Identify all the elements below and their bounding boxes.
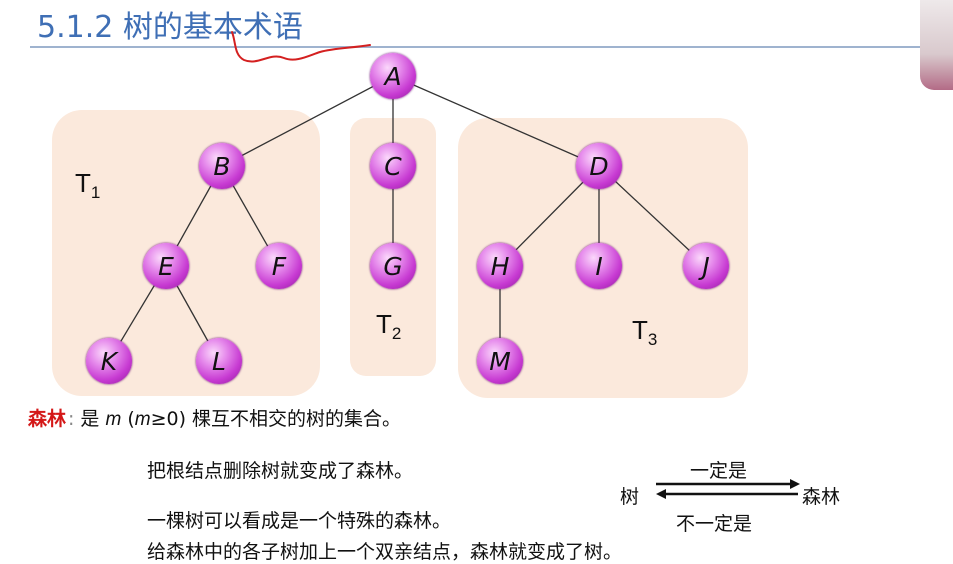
tree-node-m: M bbox=[477, 338, 523, 384]
definition-colon: : bbox=[68, 408, 75, 430]
tree-node-a: A bbox=[370, 53, 416, 99]
definition-paren-open: ( bbox=[121, 408, 135, 430]
note-line-2: 一棵树可以看成是一个特殊的森林。 bbox=[147, 510, 452, 532]
forest-definition: 森林:是 m (m≥0) 棵互不相交的树的集合。 bbox=[28, 404, 401, 431]
relation-bottom-label: 不一定是 bbox=[676, 513, 753, 535]
relation-top-label: 一定是 bbox=[690, 460, 748, 482]
tree-node-j: J bbox=[683, 243, 729, 289]
definition-after: 棵互不相交的树的集合。 bbox=[186, 408, 402, 430]
tree-node-i: I bbox=[576, 243, 622, 289]
subtree-label-t3-sub: 3 bbox=[647, 330, 658, 349]
arrow-right-icon bbox=[656, 479, 800, 489]
note-line-1: 把根结点删除树就变成了森林。 bbox=[147, 460, 414, 482]
slide-title: 5.1.2 树的基本术语 bbox=[37, 10, 303, 45]
definition-condition: ≥0) bbox=[150, 408, 186, 430]
subtree-label-t1-name: T bbox=[75, 168, 91, 198]
subtree-label-t1: T1 bbox=[75, 168, 100, 203]
definition-term: 森林 bbox=[28, 408, 67, 430]
subtree-label-t3: T3 bbox=[632, 315, 657, 350]
subtree-label-t2-name: T bbox=[376, 309, 392, 339]
title-rule bbox=[30, 46, 920, 48]
tree-node-c: C bbox=[370, 143, 416, 189]
red-annotation-scribble bbox=[231, 31, 371, 63]
relation-left-label: 树 bbox=[620, 486, 640, 508]
tree-node-e: E bbox=[143, 243, 189, 289]
tree-node-l: L bbox=[196, 338, 242, 384]
tree-node-d: D bbox=[576, 143, 622, 189]
tree-node-b: B bbox=[199, 143, 245, 189]
arrow-left-icon bbox=[656, 489, 798, 499]
relation-right-label: 森林 bbox=[802, 486, 841, 508]
tree-node-k: K bbox=[86, 338, 132, 384]
tree-node-g: G bbox=[370, 243, 416, 289]
presenter-video-thumbnail bbox=[920, 0, 953, 90]
subtree-label-t3-name: T bbox=[632, 315, 648, 345]
tree-node-f: F bbox=[256, 243, 302, 289]
subtree-label-t2: T2 bbox=[376, 309, 401, 344]
subtree-label-t2-sub: 2 bbox=[391, 324, 402, 343]
note-line-3: 给森林中的各子树加上一个双亲结点，森林就变成了树。 bbox=[147, 541, 623, 563]
subtree-label-t1-sub: 1 bbox=[90, 183, 101, 202]
definition-before: 是 bbox=[80, 408, 106, 430]
definition-var: m bbox=[105, 409, 122, 430]
definition-paren-var: m bbox=[134, 409, 151, 430]
tree-node-h: H bbox=[477, 243, 523, 289]
